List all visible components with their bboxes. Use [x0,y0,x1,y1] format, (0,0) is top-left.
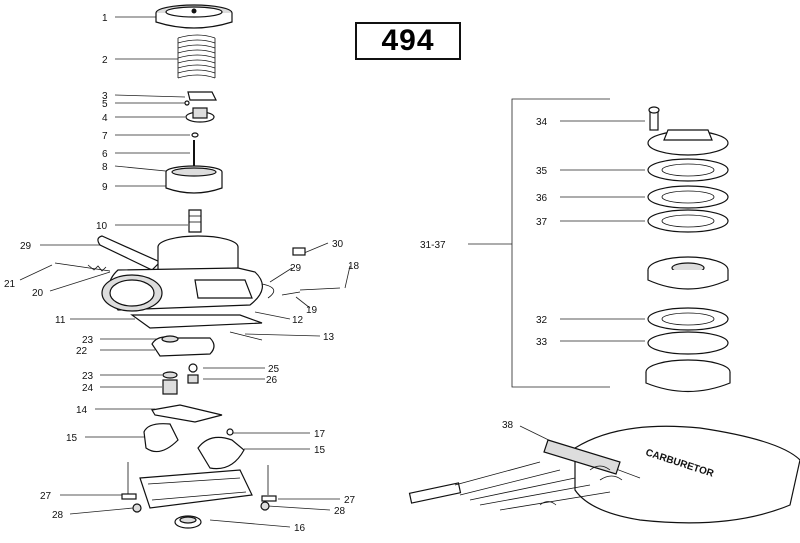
callout-2: 2 [102,55,108,66]
callout-35: 35 [536,166,548,177]
callout-23a: 23 [82,335,94,346]
cap-part [155,4,233,29]
callout-20: 20 [32,288,44,299]
diagram-number: 494 [381,24,435,57]
float-bowl-assembly [121,314,277,529]
reed-valve-stack [645,106,731,393]
callout-4: 4 [102,113,108,124]
callout-23b: 23 [82,371,94,382]
callout-37: 37 [536,217,548,228]
callout-15b: 15 [314,445,326,456]
callout-36: 36 [536,193,548,204]
callout-28b: 28 [334,506,346,517]
callout-8: 8 [102,162,108,173]
callout-21: 21 [4,279,16,290]
callout-15a: 15 [66,433,78,444]
diagram-number-box: 494 [355,22,461,60]
callout-6: 6 [102,149,108,160]
callout-7: 7 [102,131,108,142]
callout-31-37: 31-37 [420,240,446,251]
callout-30: 30 [332,239,344,250]
callout-13: 13 [323,332,335,343]
callout-14: 14 [76,405,88,416]
callout-1: 1 [102,13,108,24]
carburetor-body [54,235,341,312]
callout-9: 9 [102,182,108,193]
callout-22: 22 [76,346,88,357]
callout-11: 11 [55,315,66,326]
needle-and-slide [165,140,223,233]
callout-26: 26 [266,375,278,386]
callout-17: 17 [314,429,326,440]
spring-part [177,34,216,79]
callout-12: 12 [292,315,304,326]
callout-10: 10 [96,221,108,232]
callout-33: 33 [536,337,548,348]
callout-labels: 1 2 3 5 4 7 6 8 9 10 29 30 21 20 29 18 1… [4,13,548,534]
callout-27b: 27 [344,495,356,506]
callout-34: 34 [536,117,548,128]
callout-24: 24 [82,383,94,394]
callout-25: 25 [268,364,280,375]
callout-3: 3 [102,91,108,102]
callout-16: 16 [294,523,306,534]
retainer-clip-parts [184,91,217,138]
callout-29b: 29 [290,263,302,274]
callout-32: 32 [536,315,548,326]
callout-38: 38 [502,420,514,431]
leader-lines [19,16,645,528]
callout-29a: 29 [20,241,32,252]
tool-kit-pouch: CARBURETOR [408,425,800,524]
callout-19: 19 [306,305,318,316]
callout-18: 18 [348,261,360,272]
callout-27a: 27 [40,491,52,502]
callout-28a: 28 [52,510,64,521]
callout-5: 5 [102,99,108,110]
